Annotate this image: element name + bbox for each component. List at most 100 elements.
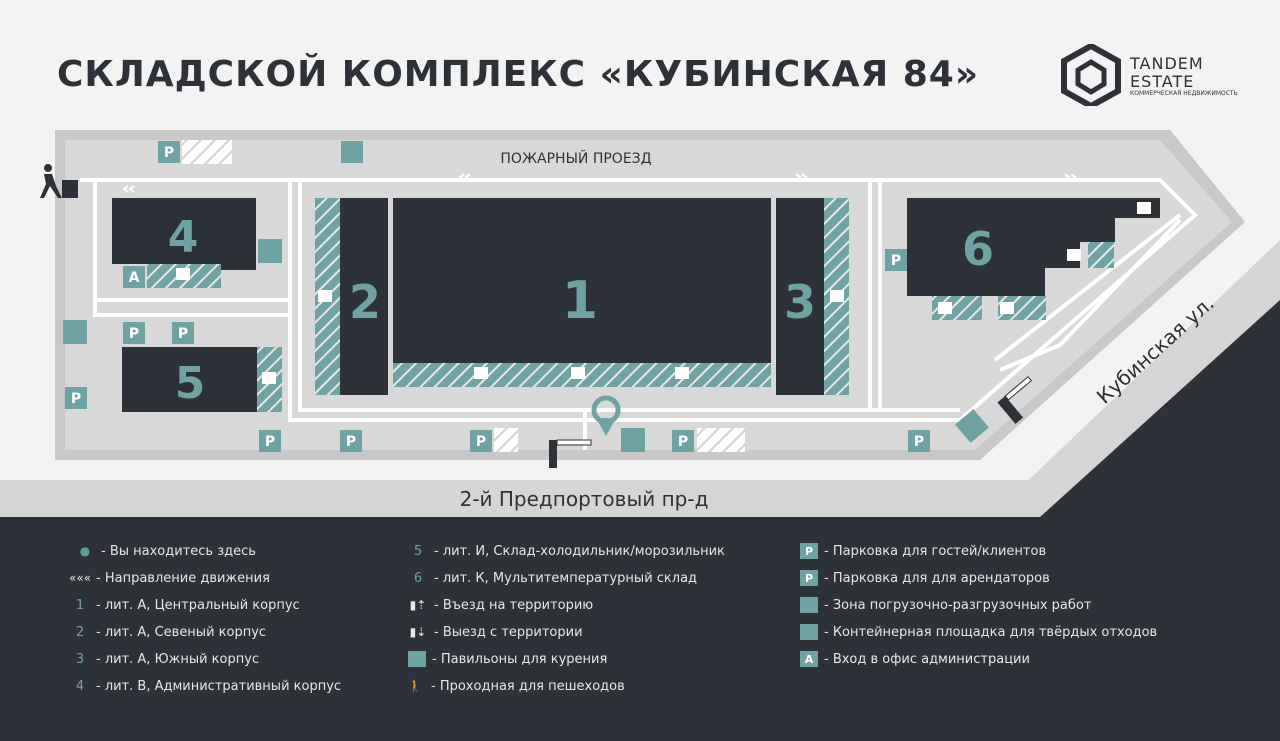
forklift-icon xyxy=(800,597,818,613)
smoking-pavilion-icon xyxy=(408,651,426,667)
legend-item: 3 - лит. А, Южный корпус xyxy=(70,648,259,670)
building-number: 3 xyxy=(75,651,85,667)
logo-icon xyxy=(1061,42,1121,110)
building-3-number: 3 xyxy=(784,275,816,329)
logo-line1: TANDEM xyxy=(1130,54,1204,73)
parking-stripes-north xyxy=(182,140,232,164)
svg-text:P: P xyxy=(164,145,174,161)
loading-zone-6c xyxy=(1088,242,1114,268)
legend-item: ««« - Направление движения xyxy=(68,567,270,589)
page-title: СКЛАДСКОЙ КОМПЛЕКС «КУБИНСКАЯ 84» xyxy=(57,54,980,95)
legend-text: - Зона погрузочно-разгрузочных работ xyxy=(824,597,1092,613)
building-6-number: 6 xyxy=(962,222,994,276)
pedestrian-checkpoint-icon: 🚶 xyxy=(407,679,423,693)
admin-entrance-sign: A xyxy=(123,266,145,288)
direction-chevrons-icon: ««« xyxy=(68,571,92,585)
svg-text:P: P xyxy=(178,326,188,342)
parking-sign: P xyxy=(908,430,930,452)
legend-item: - Павильоны для курения xyxy=(408,648,607,670)
svg-text:P: P xyxy=(678,434,688,450)
legend-text: - лит. В, Административный корпус xyxy=(96,678,342,694)
building-5-number: 5 xyxy=(175,358,206,409)
parking-stripes-south-1 xyxy=(494,428,518,452)
legend-item: 🚶 - Проходная для пешеходов xyxy=(405,675,625,697)
svg-text:P: P xyxy=(265,434,275,450)
internal-roads xyxy=(80,178,1198,450)
legend-item: ▮⇡ - Въезд на территорию xyxy=(408,594,594,616)
building-6[interactable] xyxy=(907,198,1160,296)
legend-item: A - Вход в офис администрации xyxy=(800,648,1030,670)
legend-text: - лит. И, Склад-холодильник/морозильник xyxy=(434,543,725,559)
svg-text:P: P xyxy=(891,253,901,269)
legend-text: - Выезд с территории xyxy=(434,624,583,640)
location-pin-icon: ● xyxy=(79,544,91,558)
entry-barrier-icon: ▮⇡ xyxy=(409,598,427,612)
legend-item: 6 - лит. К, Мультитемпературный склад xyxy=(408,567,697,589)
tandem-estate-logo: TANDEM ESTATE КОММЕРЧЕСКАЯ НЕДВИЖИМОСТЬ xyxy=(1060,42,1240,110)
tenant-parking-sign: P xyxy=(172,322,194,344)
svg-text:P: P xyxy=(346,434,356,450)
exit-barrier-icon: ▮⇣ xyxy=(409,625,427,639)
building-number: 1 xyxy=(75,597,85,613)
legend-item: ● - Вы находитесь здесь xyxy=(75,540,256,562)
parking-sign: P xyxy=(158,141,180,163)
svg-text:P: P xyxy=(914,434,924,450)
smoking-pavilion-icon xyxy=(955,409,989,443)
east-road-dark xyxy=(1040,300,1280,517)
legend-text: - Направление движения xyxy=(96,570,270,586)
legend-text: - Павильоны для курения xyxy=(432,651,608,667)
smoking-pavilion-icon xyxy=(621,428,645,452)
logo-line2: ESTATE xyxy=(1130,72,1195,91)
legend-text: - лит. А, Южный корпус xyxy=(96,651,260,667)
legend-text: - Вход в офис администрации xyxy=(824,651,1030,667)
building-4[interactable] xyxy=(112,198,256,270)
logo-line3: КОММЕРЧЕСКАЯ НЕДВИЖИМОСТЬ xyxy=(1130,90,1238,97)
legend-item: - Зона погрузочно-разгрузочных работ xyxy=(800,594,1091,616)
building-3[interactable] xyxy=(776,198,824,395)
direction-chevrons-icon xyxy=(122,173,1077,193)
building-number: 6 xyxy=(413,570,423,586)
entry-barrier-icon xyxy=(549,439,592,468)
legend-text: - Проходная для пешеходов xyxy=(431,678,625,694)
legend-text: - Парковка для для арендаторов xyxy=(824,570,1050,586)
svg-text:A: A xyxy=(129,270,140,286)
waste-container-icon xyxy=(800,624,818,640)
smoking-pavilion-icon xyxy=(258,239,282,263)
fire-road-label: ПОЖАРНЫЙ ПРОЕЗД xyxy=(500,149,651,167)
parking-stripes-south-2 xyxy=(697,428,745,452)
legend-text: - лит. А, Севеный корпус xyxy=(96,624,267,640)
admin-entrance-icon: A xyxy=(800,651,818,667)
tenant-parking-icon: P xyxy=(800,570,818,586)
legend-text: - Въезд на территорию xyxy=(434,597,594,613)
building-1-number: 1 xyxy=(562,271,598,331)
svg-text:P: P xyxy=(129,326,139,342)
building-2[interactable] xyxy=(340,198,388,395)
legend-item: 1 - лит. А, Центральный корпус xyxy=(70,594,300,616)
legend-text: - лит. А, Центральный корпус xyxy=(96,597,300,613)
parking-sign: P xyxy=(672,430,694,452)
legend-item: ▮⇣ - Выезд с территории xyxy=(408,621,583,643)
parking-sign: P xyxy=(340,430,362,452)
svg-text:P: P xyxy=(476,434,486,450)
east-road xyxy=(990,240,1280,517)
svg-text:P: P xyxy=(71,391,81,407)
legend: ● - Вы находитесь здесь ««« - Направлени… xyxy=(0,517,1280,741)
tenant-parking-sign: P xyxy=(259,430,281,452)
exit-barrier-icon xyxy=(997,376,1033,424)
building-number: 4 xyxy=(75,678,85,694)
legend-text: - Парковка для гостей/клиентов xyxy=(824,543,1047,559)
legend-text: - Вы находитесь здесь xyxy=(101,543,256,559)
legend-item: - Контейнерная площадка для твёрдых отхо… xyxy=(800,621,1157,643)
legend-item: 5 - лит. И, Склад-холодильник/морозильни… xyxy=(408,540,725,562)
building-2-number: 2 xyxy=(349,275,381,329)
south-road-label: 2-й Предпортовый пр-д xyxy=(460,487,709,511)
building-number: 2 xyxy=(75,624,85,640)
location-pin-icon[interactable] xyxy=(591,395,621,436)
parking-sign: P xyxy=(885,249,907,271)
building-1[interactable] xyxy=(393,198,771,363)
legend-item: P - Парковка для для арендаторов xyxy=(800,567,1050,589)
tenant-parking-sign: P xyxy=(470,430,492,452)
legend-item: P - Парковка для гостей/клиентов xyxy=(800,540,1046,562)
building-4-number: 4 xyxy=(168,212,199,263)
building-5[interactable] xyxy=(122,347,257,412)
